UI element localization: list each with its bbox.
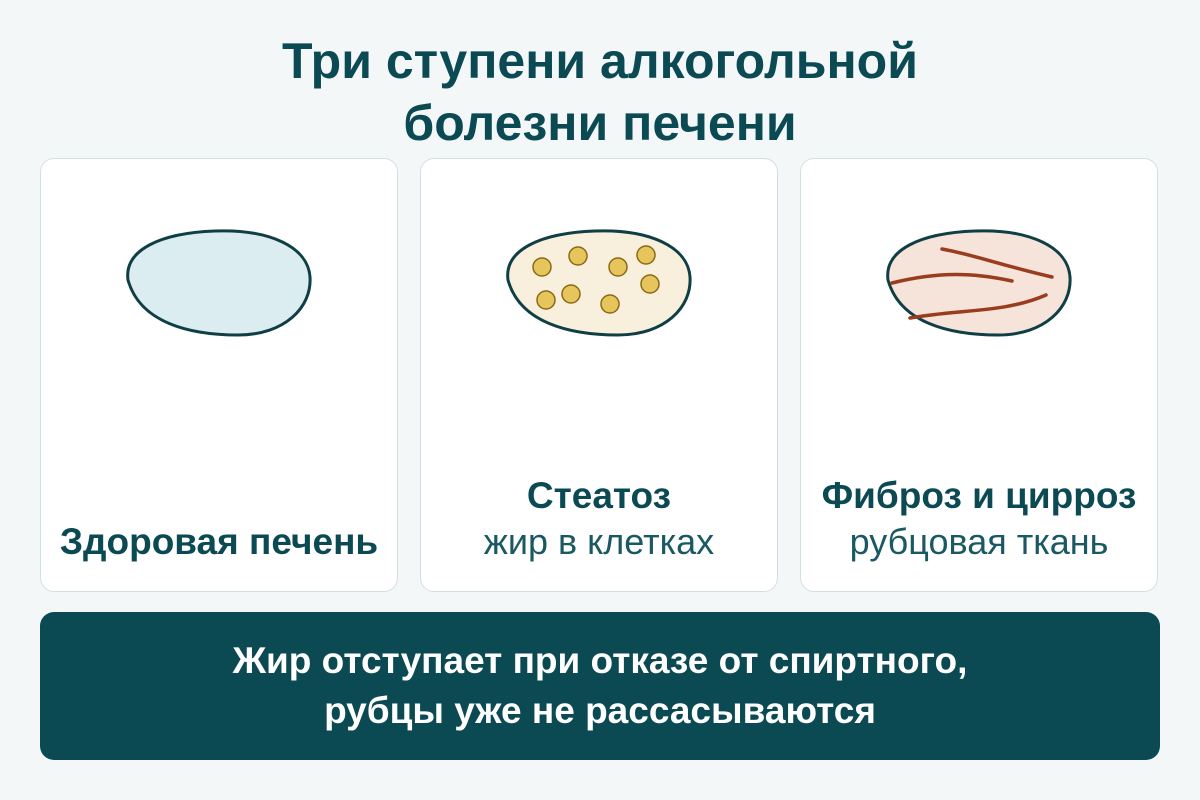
fatty-liver-icon bbox=[506, 229, 692, 337]
fat-droplet bbox=[532, 257, 552, 277]
stage-caption: Стеатоз жир в клетках bbox=[421, 473, 777, 565]
stage-card-healthy: Здоровая печень bbox=[40, 158, 398, 592]
fat-droplet bbox=[640, 274, 660, 294]
stage-card-steatosis: Стеатоз жир в клетках bbox=[420, 158, 778, 592]
conclusion-banner: Жир отступает при отказе от спиртного, р… bbox=[40, 612, 1160, 760]
fat-droplet bbox=[536, 290, 556, 310]
stage-description: жир в клетках bbox=[483, 521, 715, 562]
stage-name: Стеатоз bbox=[526, 475, 672, 516]
scar-line bbox=[890, 272, 1014, 285]
fat-droplet bbox=[636, 245, 656, 265]
scar-line bbox=[908, 293, 1048, 320]
stage-name: Фиброз и цирроз bbox=[821, 475, 1137, 516]
fat-droplet bbox=[568, 246, 588, 266]
fat-droplet bbox=[561, 284, 581, 304]
stage-name: Здоровая печень bbox=[59, 521, 379, 562]
fat-droplet bbox=[608, 257, 628, 277]
title-line-2: болезни печени bbox=[403, 95, 797, 151]
title-line-1: Три ступени алкогольной bbox=[282, 33, 918, 89]
scar-line bbox=[940, 247, 1054, 279]
fat-droplet bbox=[600, 294, 620, 314]
scarred-liver-icon bbox=[886, 229, 1072, 337]
banner-line-2: рубцы уже не рассасываются bbox=[324, 690, 876, 731]
stage-description: рубцовая ткань bbox=[849, 521, 1109, 562]
healthy-liver-icon bbox=[126, 229, 312, 337]
page-title: Три ступени алкогольной болезни печени bbox=[0, 30, 1200, 154]
stage-caption: Фиброз и цирроз рубцовая ткань bbox=[801, 473, 1157, 565]
banner-line-1: Жир отступает при отказе от спиртного, bbox=[232, 640, 968, 681]
stage-card-fibrosis: Фиброз и цирроз рубцовая ткань bbox=[800, 158, 1158, 592]
stage-caption: Здоровая печень bbox=[41, 519, 397, 565]
